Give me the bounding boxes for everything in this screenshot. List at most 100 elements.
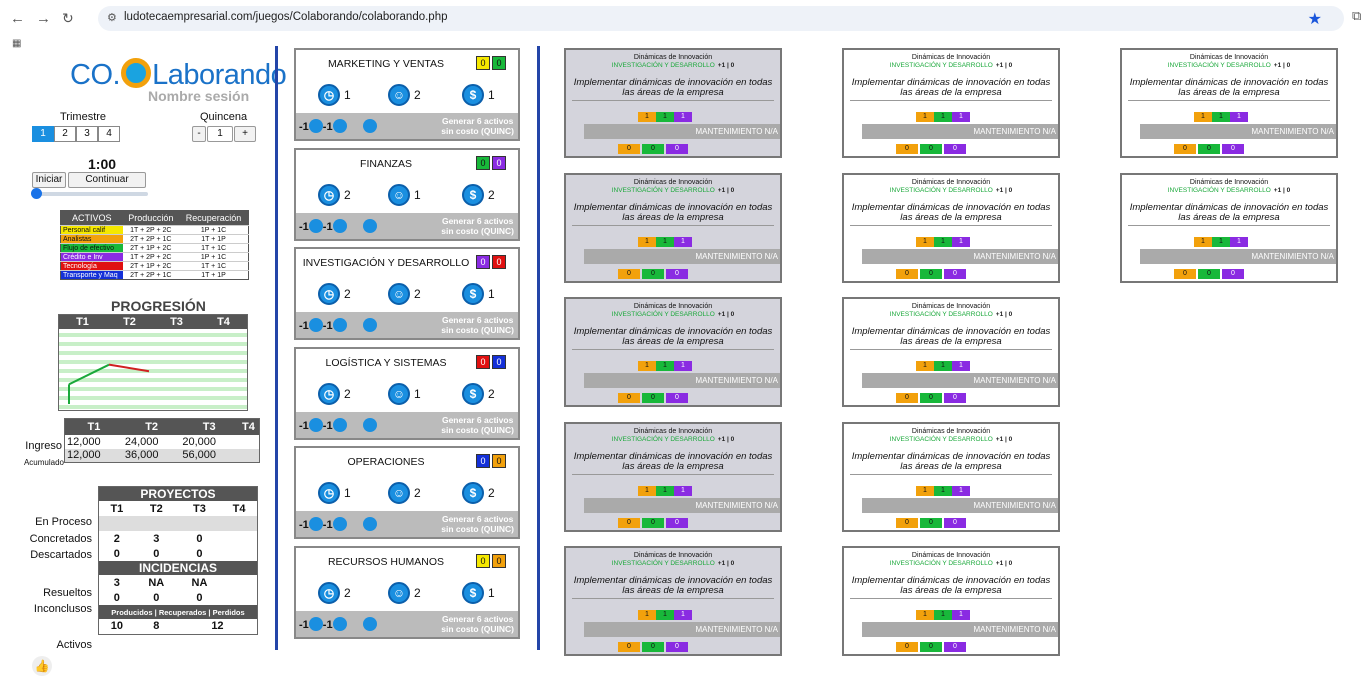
ingreso-label: Ingreso	[25, 440, 62, 452]
clock-icon[interactable]: ◷	[318, 581, 340, 604]
dollar-icon[interactable]	[362, 517, 377, 531]
activos-count: 8	[153, 620, 160, 633]
people-icon	[332, 119, 347, 133]
address-bar[interactable]: ⚙ ludotecaempresarial.com/juegos/Colabor…	[98, 6, 1344, 31]
dollar-icon[interactable]: $	[462, 382, 484, 405]
people-icon[interactable]: ☺	[388, 382, 410, 405]
card-maintenance: MANTENIMIENTO N/A	[584, 248, 780, 264]
back-icon[interactable]: ←	[10, 10, 25, 27]
dollar-icon[interactable]: $	[462, 84, 484, 106]
incidencias-cell: NA	[148, 576, 165, 589]
clock-icon	[308, 119, 323, 133]
card-description: Implementar dinámicas de innovación en t…	[850, 451, 1052, 475]
star-icon[interactable]: ★	[1307, 11, 1322, 28]
dollar-icon[interactable]: $	[462, 482, 484, 504]
progresion-quarter: T4	[217, 316, 230, 328]
dollar-icon[interactable]: $	[462, 283, 484, 305]
minus-one-label: -1	[299, 519, 309, 531]
people-icon[interactable]: ☺	[388, 482, 410, 504]
card-area: INVESTIGACIÓN Y DESARROLLO+1 | 0	[566, 436, 780, 443]
people-icon[interactable]: ☺	[388, 84, 410, 106]
generate-line1: Generar 6 activos	[441, 613, 514, 624]
thumbs-up-icon[interactable]: 👍	[32, 656, 52, 676]
dollar-icon[interactable]: $	[462, 581, 484, 604]
trimestre-button-1[interactable]: 1	[32, 126, 54, 142]
trimestre-button-4[interactable]: 4	[98, 126, 120, 142]
clock-icon[interactable]: ◷	[318, 283, 340, 305]
dollar-icon[interactable]: $	[462, 183, 484, 206]
card-cost-cell: 1	[934, 112, 952, 122]
progresion-quarter: T2	[123, 316, 136, 328]
clock-icon[interactable]: ◷	[318, 84, 340, 106]
quincena-minus-button[interactable]: -	[192, 126, 206, 142]
people-icon[interactable]: ☺	[388, 183, 410, 206]
timer-slider[interactable]	[31, 188, 148, 199]
people-icon[interactable]: ☺	[388, 581, 410, 604]
apps-grid-icon[interactable]: ▦	[12, 38, 22, 49]
proyectos-cell: 3	[153, 532, 160, 545]
site-settings-icon[interactable]: ⚙	[107, 12, 117, 24]
card-cost-cell: 1	[1212, 112, 1230, 122]
dollar-icon[interactable]	[362, 119, 377, 133]
area-cost: -1-1	[299, 318, 377, 332]
area-i1-value: 1	[344, 88, 351, 102]
trimestre-button-2[interactable]: 2	[54, 126, 76, 142]
card-area-score: +1 | 0	[995, 560, 1013, 567]
reload-icon[interactable]: ↻	[62, 10, 74, 26]
continue-button[interactable]: Continuar	[68, 172, 146, 188]
dollar-icon[interactable]	[362, 318, 377, 332]
generate-line2: sin costo (QUINC)	[441, 225, 514, 236]
minus-one-label: -1	[299, 320, 309, 332]
activos-header: Producción	[122, 210, 180, 226]
trimestre-button-3[interactable]: 3	[76, 126, 98, 142]
activo-name: Crédito e Inv	[60, 252, 123, 262]
quincena-plus-button[interactable]: +	[234, 126, 256, 142]
forward-icon[interactable]: →	[36, 10, 51, 27]
area-i3-value: 2	[488, 486, 495, 500]
minus-one-label: -1	[299, 618, 309, 631]
extension-icon[interactable]: ⧉	[1352, 8, 1362, 23]
incidencias-cell	[221, 590, 257, 605]
card-cost-cell: 1	[674, 485, 692, 496]
clock-icon[interactable]: ◷	[318, 382, 340, 405]
clock-icon[interactable]: ◷	[318, 482, 340, 504]
people-icon[interactable]: ☺	[388, 283, 410, 305]
card-result-cell: 0	[666, 393, 688, 403]
incidencias-cell	[221, 575, 257, 590]
dollar-icon[interactable]	[362, 218, 377, 233]
clock-icon[interactable]: ◷	[318, 183, 340, 206]
start-button[interactable]: Iniciar	[32, 172, 66, 188]
slider-knob[interactable]	[31, 188, 42, 199]
dollar-icon[interactable]	[362, 417, 377, 432]
dollar-icon[interactable]	[362, 616, 377, 631]
progresion-segment	[68, 363, 110, 386]
